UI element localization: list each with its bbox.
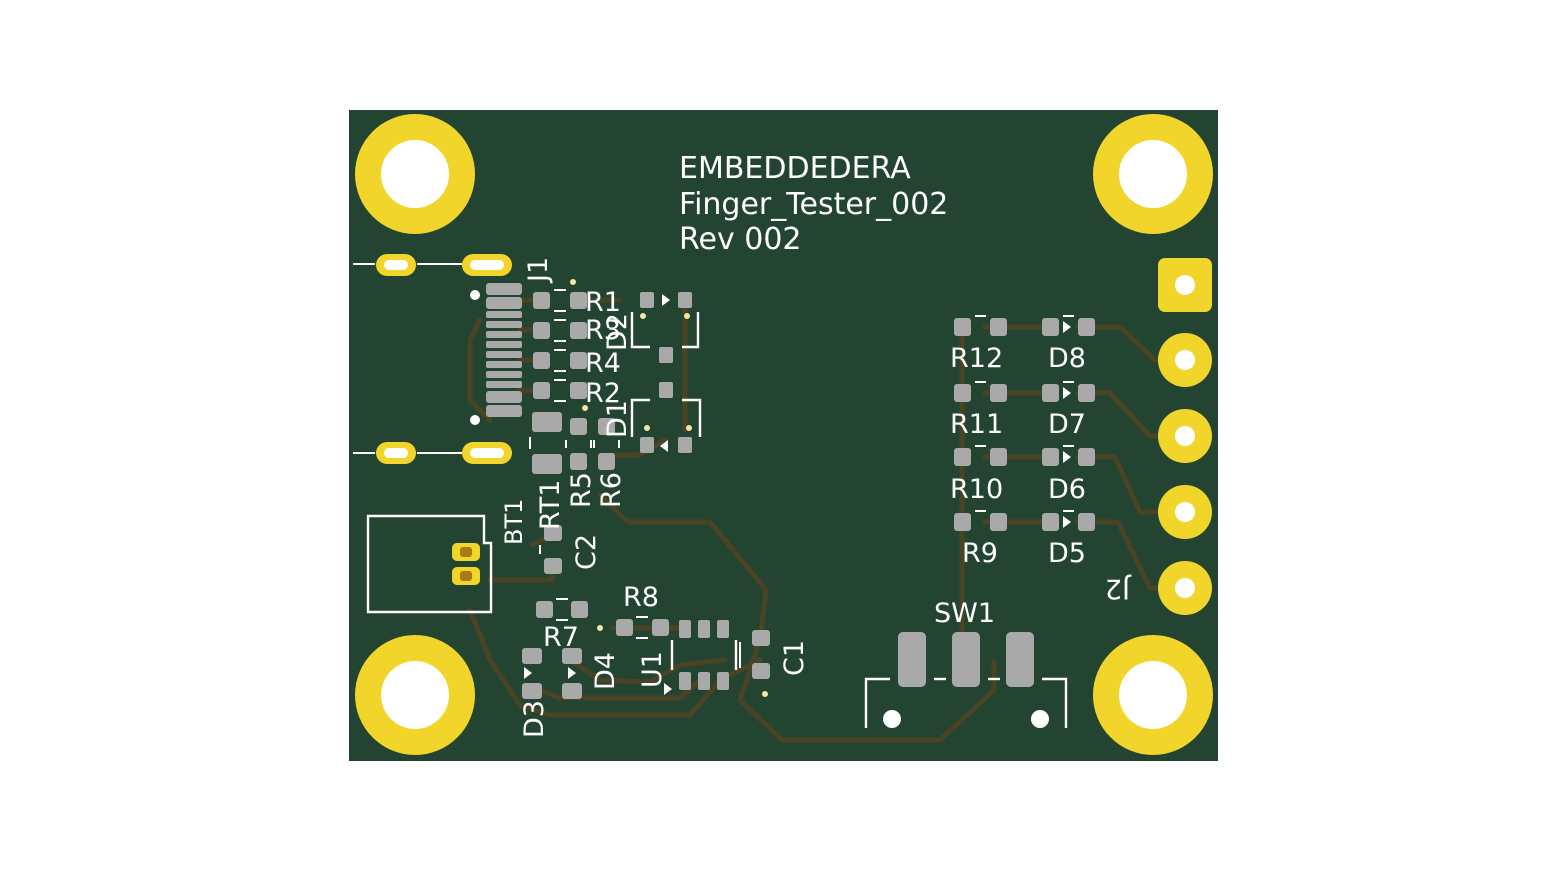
resistors-r7-r8	[536, 598, 669, 639]
ref-c2: C2	[571, 534, 602, 570]
title-line-revision: Rev 002	[679, 222, 802, 257]
ref-r9: R9	[962, 538, 998, 569]
title-line-project: Finger_Tester_002	[679, 187, 948, 222]
ref-r7: R7	[543, 622, 579, 653]
title-line-company: EMBEDDEDERA	[679, 151, 911, 186]
ref-r3: R3	[585, 315, 621, 346]
leds-d3-d4	[522, 648, 582, 699]
diode-d1-package	[630, 382, 702, 453]
mounting-holes	[355, 114, 1213, 755]
ref-d2: D2	[602, 313, 633, 351]
mounting-hole-bottom-right	[1093, 635, 1213, 755]
indicator-array-right	[954, 315, 1095, 531]
ref-r12: R12	[950, 343, 1003, 374]
capacitor-c1	[739, 630, 770, 697]
reference-designators: J1 R1 R3 D2 R4 R2 D1 RT1 R5 R6 BT1 C2 R8…	[500, 257, 1132, 738]
ref-d7: D7	[1048, 409, 1086, 440]
ref-r2: R2	[585, 378, 621, 409]
ref-j1: J1	[523, 257, 554, 284]
mounting-hole-top-left	[355, 114, 475, 234]
ic-u1	[664, 620, 738, 695]
ref-d4: D4	[590, 652, 621, 690]
ref-d1: D1	[602, 400, 633, 438]
ref-r10: R10	[950, 474, 1003, 505]
switch-sw1	[864, 632, 1068, 728]
ref-d6: D6	[1048, 474, 1086, 505]
capacitor-c2	[539, 525, 562, 574]
ref-u1: U1	[637, 651, 668, 688]
ref-r8: R8	[623, 582, 659, 613]
mounting-hole-top-right	[1093, 114, 1213, 234]
ref-r5: R5	[566, 472, 597, 508]
ref-bt1: BT1	[500, 499, 528, 545]
ref-rt1: RT1	[535, 480, 566, 530]
ref-c1: C1	[779, 640, 810, 676]
ref-r1: R1	[585, 287, 621, 318]
ref-d8: D8	[1048, 343, 1086, 374]
ref-sw1: SW1	[934, 598, 995, 629]
thermistor-and-resistors	[529, 412, 620, 474]
battery-holder-bt1	[366, 514, 493, 614]
mounting-hole-bottom-left	[355, 635, 475, 755]
usb-connector-j1	[353, 254, 522, 464]
ref-r6: R6	[596, 472, 627, 508]
ref-r11: R11	[950, 409, 1003, 440]
ref-d3: D3	[519, 700, 550, 738]
ref-j2: J2	[1105, 573, 1132, 604]
resistor-array-left	[533, 279, 588, 411]
ref-r4: R4	[585, 348, 621, 379]
diode-d2-package	[630, 292, 700, 363]
header-j2	[1158, 258, 1212, 615]
ref-d5: D5	[1048, 538, 1086, 569]
board-title-block: EMBEDDEDERA Finger_Tester_002 Rev 002	[679, 151, 948, 257]
board-substrate	[349, 110, 1218, 761]
